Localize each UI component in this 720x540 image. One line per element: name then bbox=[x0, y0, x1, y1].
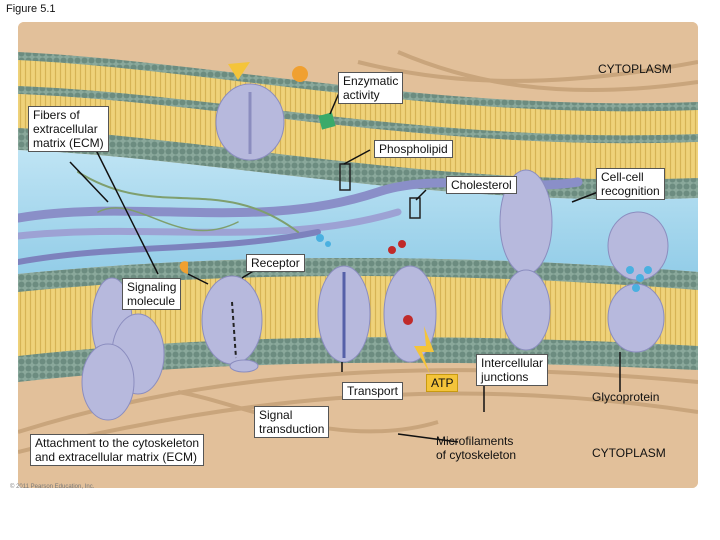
substrate-triangle bbox=[228, 62, 250, 80]
fibers-ecm-label: Fibers of extracellular matrix (ECM) bbox=[28, 106, 109, 152]
atp-bolt bbox=[414, 326, 434, 374]
atp-label: ATP bbox=[426, 374, 459, 392]
product-square bbox=[318, 112, 336, 130]
signaling-molecule-shape bbox=[179, 261, 188, 274]
cholesterol-marker bbox=[409, 197, 421, 219]
glycoprotein-label: Glycoprotein bbox=[592, 390, 660, 404]
signal-transduction-label: Signal transduction bbox=[254, 406, 330, 438]
transport-proteins bbox=[316, 234, 437, 374]
intercellular-junctions-label: Intercellular junctions bbox=[476, 354, 549, 386]
product-circle bbox=[292, 66, 308, 82]
copyright-text: © 2011 Pearson Education, Inc. bbox=[10, 484, 95, 490]
cytoplasm-bottom-label: CYTOPLASM bbox=[592, 446, 666, 460]
recognition-proteins bbox=[607, 211, 669, 353]
cell-cell-recognition-label: Cell-cell recognition bbox=[596, 168, 665, 200]
cholesterol-label: Cholesterol bbox=[446, 176, 517, 194]
figure-caption: Figure 5.1 bbox=[6, 3, 56, 15]
transport-label: Transport bbox=[342, 382, 403, 400]
cytoplasm-top-label: CYTOPLASM bbox=[598, 62, 672, 76]
attachment-label: Attachment to the cytoskeleton and extra… bbox=[30, 434, 205, 466]
attachment-proteins bbox=[81, 277, 165, 421]
receptor-protein bbox=[179, 261, 263, 373]
junction-proteins bbox=[499, 169, 553, 351]
signaling-molecule-label: Signaling molecule bbox=[122, 278, 182, 310]
membrane-illustration: CYTOPLASM Enzymatic activity Fibers of e… bbox=[18, 22, 698, 488]
leader-lines bbox=[69, 85, 621, 443]
phospholipid-label: Phospholipid bbox=[374, 140, 453, 158]
enzymatic-activity-label: Enzymatic activity bbox=[338, 72, 404, 104]
receptor-label: Receptor bbox=[246, 254, 305, 272]
microfilaments-label: Microfilaments of cytoskeleton bbox=[436, 434, 517, 462]
enzyme-protein bbox=[215, 62, 336, 161]
